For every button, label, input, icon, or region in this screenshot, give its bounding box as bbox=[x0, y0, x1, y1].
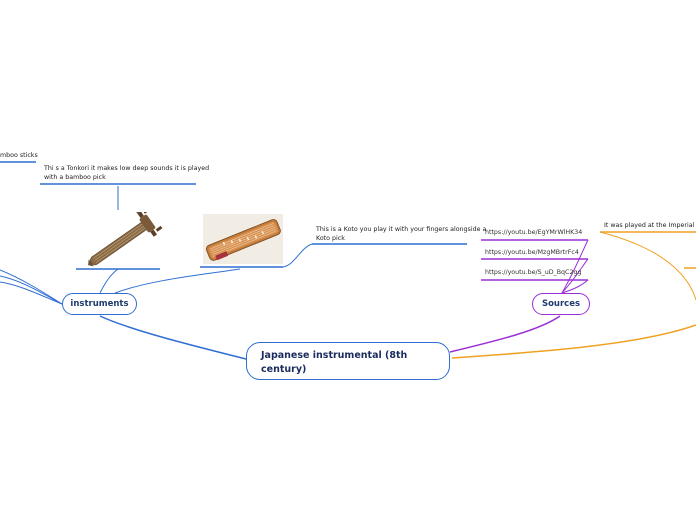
connector-koto-caption bbox=[282, 243, 313, 268]
sources-node[interactable]: Sources bbox=[532, 293, 590, 315]
tonkori-caption-line-1: Thi s a Tonkori it makes low deep sounds… bbox=[44, 165, 210, 172]
instruments-node[interactable]: instruments bbox=[62, 293, 137, 315]
connector-instruments-left bbox=[0, 281, 63, 305]
source-link-1[interactable]: https://youtu.be/EgYMrWlHK34 bbox=[485, 229, 583, 236]
connector-main-instruments bbox=[99, 315, 251, 361]
koto-image bbox=[203, 214, 283, 264]
connector-main-sources bbox=[449, 315, 561, 353]
tonkori-caption: Thi s a Tonkori it makes low deep sounds… bbox=[44, 164, 209, 182]
tonkori-image bbox=[88, 212, 163, 267]
left-edge-text: mboo sticks bbox=[0, 152, 38, 159]
connector-instruments-tonkori bbox=[99, 268, 119, 294]
koto-caption-line-1: This is a Koto you play it with your fin… bbox=[316, 226, 487, 233]
source-link-2[interactable]: https://youtu.be/MzgMBrtrFc4 bbox=[485, 249, 579, 256]
koto-caption-line-2: Koto pick bbox=[316, 235, 345, 242]
connector-instruments-koto bbox=[114, 268, 241, 294]
tonkori-caption-line-2: with a bamboo pick bbox=[44, 174, 106, 181]
source-link-3[interactable]: https://youtu.be/S_uD_BqC2gg bbox=[485, 269, 582, 276]
right-branch-text: It was played at the Imperial Cou bbox=[604, 222, 696, 229]
connector-main-right bbox=[451, 324, 696, 359]
koto-caption: This is a Koto you play it with your fin… bbox=[316, 225, 486, 243]
central-topic-node[interactable]: Japanese instrumental (8th century) bbox=[246, 342, 450, 380]
